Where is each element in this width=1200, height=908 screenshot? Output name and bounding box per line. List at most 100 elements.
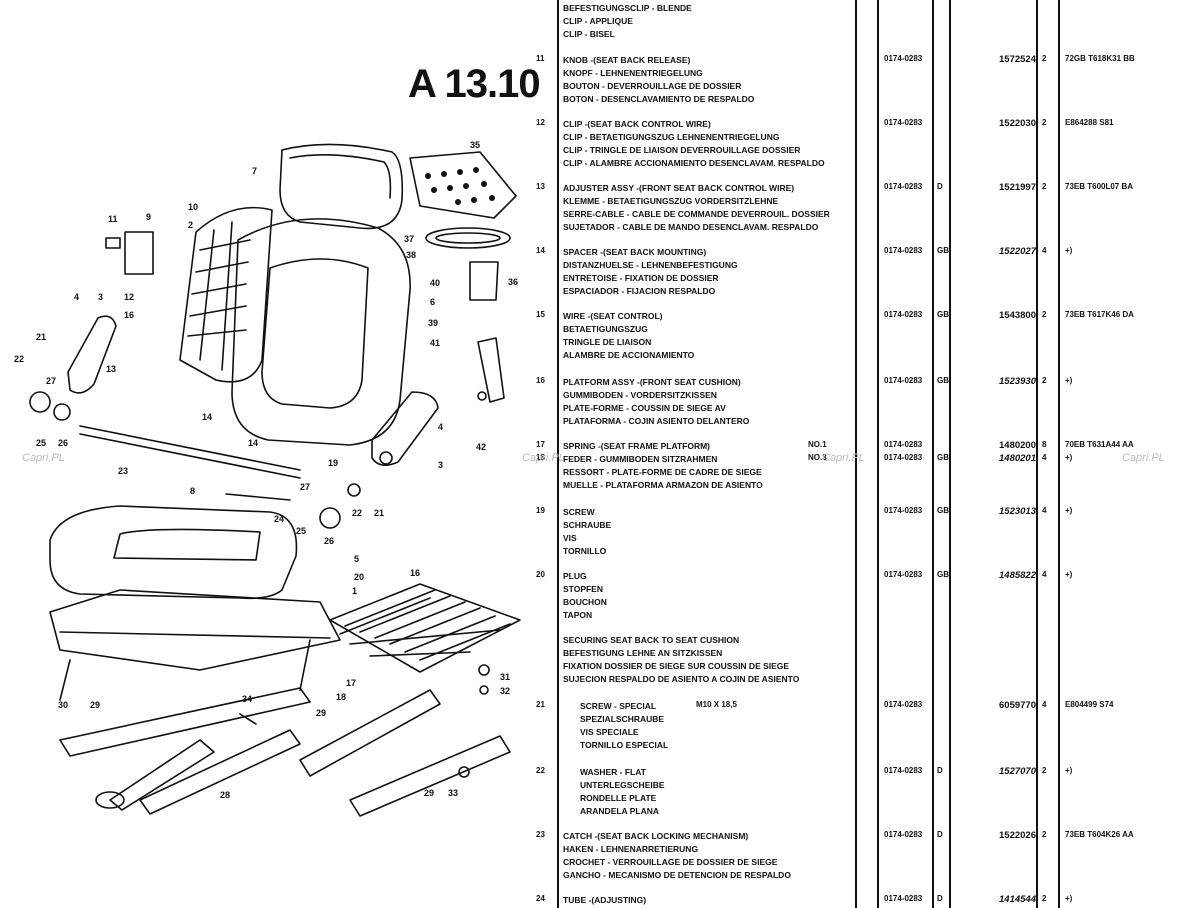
quantity: 4 [1042,700,1047,709]
headrest [279,143,404,230]
callout-19: 19 [328,458,338,468]
callout-4b: 4 [438,422,443,432]
description-line: FEDER - GUMMIBODEN SITZRAHMEN [563,454,718,464]
item-number: 23 [536,830,545,839]
callout-11: 11 [108,214,118,224]
callout-28: 28 [220,790,230,800]
description-line: VIS SPECIALE [580,727,639,737]
column-rule-6 [1036,0,1038,908]
reference-code: E864288 S81 [1065,118,1114,127]
quantity: 4 [1042,570,1047,579]
callout-1: 1 [352,586,357,596]
quantity: 2 [1042,118,1047,127]
callout-8: 8 [190,486,195,496]
callout-18: 18 [336,692,346,702]
callout-41: 41 [430,338,440,348]
reference-code: +) [1065,506,1073,515]
right-rail [349,735,511,817]
callout-12: 12 [124,292,134,302]
watermark: Capri.PL [1122,452,1165,464]
item-number: 15 [536,310,545,319]
description: CATCH -(SEAT BACK LOCKING MECHANISM)HAKE… [563,830,791,882]
quantity: 2 [1042,182,1047,191]
column-rule-1 [557,0,559,908]
description-line: KNOPF - LEHNENENTRIEGELUNG [563,68,703,78]
item-number: 21 [536,700,545,709]
description-line: KNOB -(SEAT BACK RELEASE) [563,55,691,65]
callout-5: 5 [354,554,359,564]
callout-22b: 22 [352,508,362,518]
item-number: 13 [536,182,545,191]
item-number: 12 [536,118,545,127]
callout-21a: 21 [36,332,46,342]
country-code: GB [937,246,949,255]
country-code: GB [937,506,949,515]
callout-29a: 29 [90,700,100,710]
part-number: 1572524 [999,54,1036,65]
callout-38: 38 [406,250,416,260]
description-line: PLUG [563,571,587,581]
description-line: RONDELLE PLATE [580,793,657,803]
part-number: 1485822 [999,570,1036,581]
column-rule-2 [855,0,857,908]
description-line: WIRE -(SEAT CONTROL) [563,311,663,321]
lumbar-plate [409,151,517,219]
quantity: 2 [1042,766,1047,775]
description: PLATFORM ASSY -(FRONT SEAT CUSHION)GUMMI… [563,376,749,428]
seat-back-frame [179,206,273,383]
reference-code: E804499 S74 [1065,700,1114,709]
description: CLIP -(SEAT BACK CONTROL WIRE)CLIP - BET… [563,118,825,170]
item-number: 16 [536,376,545,385]
description-line: TRINGLE DE LIAISON [563,337,652,347]
description-line: TAPON [563,610,593,620]
seat-cushion [49,505,298,600]
callout-14b: 14 [248,438,258,448]
description-line: CROCHET - VERROUILLAGE DE DOSSIER DE SIE… [563,857,778,867]
date-range: 0174-0283 [884,766,923,775]
callout-14a: 14 [202,412,212,422]
country-code: GB [937,376,949,385]
item-number: 11 [536,54,545,63]
country-code: GB [937,310,949,319]
reference-code: 70EB T631A44 AA [1065,440,1134,449]
description-line: PLATE-FORME - COUSSIN DE SIEGE AV [563,403,726,413]
part-number: 1522026 [999,830,1036,841]
item-number: 19 [536,506,545,515]
callout-42: 42 [476,442,486,452]
reference-code: +) [1065,894,1073,903]
callout-29b: 29 [316,708,326,718]
page-code: A 13.10 [408,62,541,106]
description-line: TORNILLO ESPECIAL [580,740,669,750]
quantity: 4 [1042,453,1047,462]
description: SPRING -(SEAT FRAME PLATFORM) [563,440,710,453]
callout-23: 23 [118,466,128,476]
callout-10: 10 [188,202,198,212]
callout-27a: 27 [46,376,56,386]
description-line: STOPFEN [563,584,603,594]
description-line: TORNILLO [563,546,607,556]
variant-number: NO.1 [808,440,827,449]
callout-26a: 26 [58,438,68,448]
date-range: 0174-0283 [884,570,923,579]
description-line: CLIP - BISEL [563,29,615,39]
date-range: 0174-0283 [884,182,923,191]
description-line: VIS [563,533,577,543]
country-code: D [937,766,943,775]
description-line: SPACER -(SEAT BACK MOUNTING) [563,247,707,257]
reference-code: +) [1065,453,1073,462]
description-line: MUELLE - PLATAFORMA ARMAZON DE ASIENTO [563,480,763,490]
description-line: SCHRAUBE [563,520,612,530]
quantity: 2 [1042,376,1047,385]
callout-40: 40 [430,278,440,288]
callout-2: 2 [188,220,193,230]
part-number: 1521997 [999,182,1036,193]
description-line: ADJUSTER ASSY -(FRONT SEAT BACK CONTROL … [563,183,795,193]
description-line: SERRE-CABLE - CABLE DE COMMANDE DEVERROU… [563,209,830,219]
item-number: 14 [536,246,545,255]
quantity: 2 [1042,894,1047,903]
callout-26b: 26 [324,536,334,546]
description-line: CLIP - BETAETIGUNGSZUG LEHNENENTRIEGELUN… [563,132,780,142]
description-line: PLATAFORMA - COJIN ASIENTO DELANTERO [563,416,750,426]
